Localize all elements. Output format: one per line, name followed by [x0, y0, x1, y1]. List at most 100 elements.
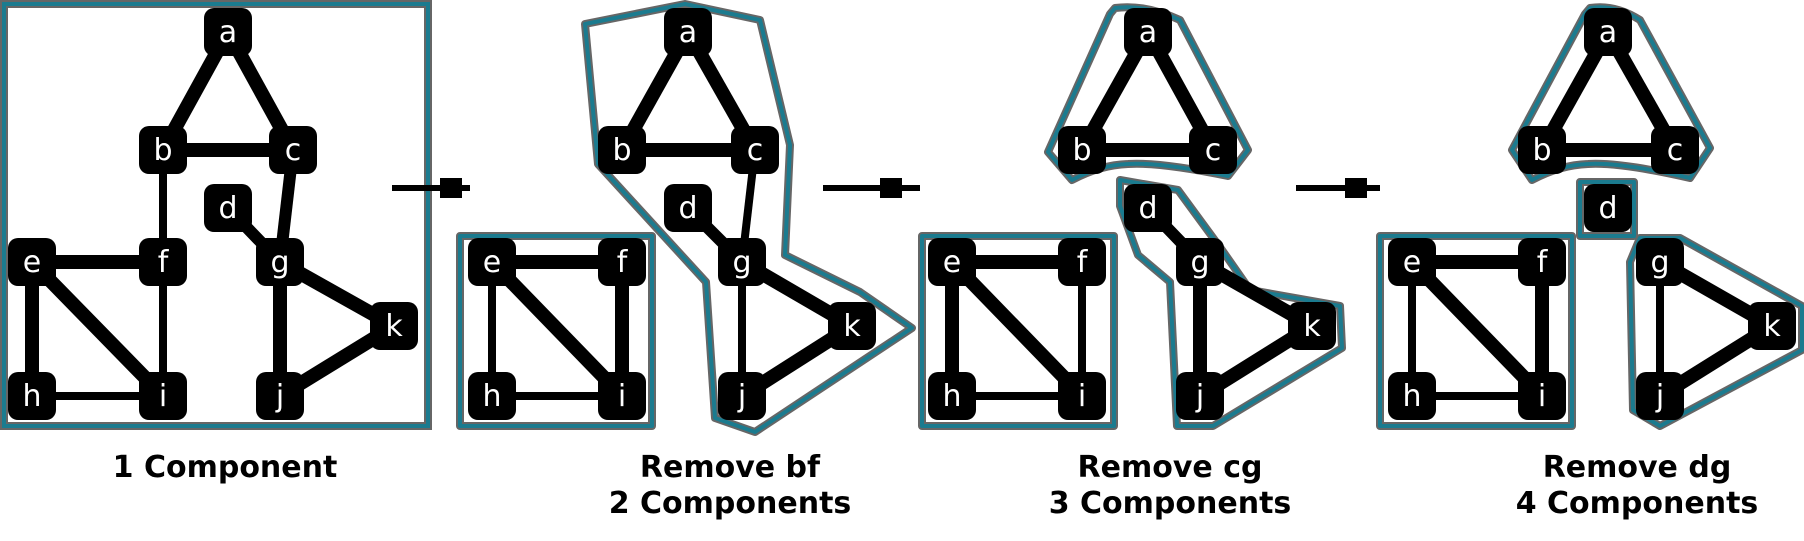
- svg-text:c: c: [285, 133, 302, 168]
- node-e: e: [928, 238, 976, 286]
- svg-text:h: h: [942, 379, 961, 414]
- node-a: a: [664, 8, 712, 56]
- node-i: i: [1058, 372, 1106, 420]
- node-h: h: [468, 372, 516, 420]
- caption-line: 1 Component: [112, 450, 338, 485]
- svg-text:a: a: [219, 15, 237, 50]
- arrow-icon: [823, 178, 920, 198]
- node-k: k: [370, 302, 418, 350]
- svg-text:b: b: [1532, 133, 1551, 168]
- node-h: h: [1388, 372, 1436, 420]
- svg-text:f: f: [158, 245, 170, 280]
- svg-text:f: f: [617, 245, 629, 280]
- node-j: j: [256, 372, 304, 420]
- svg-text:d: d: [1598, 191, 1617, 226]
- svg-text:g: g: [1650, 245, 1669, 280]
- caption-panel-2: Remove bf 2 Components: [580, 450, 880, 522]
- node-k: k: [828, 302, 876, 350]
- node-d: d: [664, 184, 712, 232]
- svg-text:e: e: [23, 245, 41, 280]
- node-j: j: [1636, 372, 1684, 420]
- svg-text:j: j: [1655, 379, 1664, 414]
- svg-text:i: i: [618, 379, 626, 414]
- svg-text:k: k: [843, 309, 861, 344]
- node-c: c: [1651, 126, 1699, 174]
- node-c: c: [731, 126, 779, 174]
- caption-line: 2 Components: [608, 486, 852, 521]
- node-k: k: [1748, 302, 1796, 350]
- arrow-icon: [392, 178, 470, 198]
- svg-text:f: f: [1537, 245, 1549, 280]
- svg-text:h: h: [1402, 379, 1421, 414]
- node-f: f: [139, 238, 187, 286]
- node-e: e: [8, 238, 56, 286]
- caption-line: Remove bf: [639, 450, 821, 485]
- node-a: a: [204, 8, 252, 56]
- svg-text:c: c: [747, 133, 764, 168]
- svg-text:g: g: [732, 245, 751, 280]
- node-h: h: [928, 372, 976, 420]
- svg-text:j: j: [1195, 379, 1204, 414]
- node-k: k: [1288, 302, 1336, 350]
- svg-text:f: f: [1077, 245, 1089, 280]
- caption-line: 3 Components: [1048, 486, 1292, 521]
- svg-text:j: j: [275, 379, 284, 414]
- svg-text:c: c: [1205, 133, 1222, 168]
- node-f: f: [1518, 238, 1566, 286]
- svg-text:k: k: [1303, 309, 1321, 344]
- node-d: d: [1584, 184, 1632, 232]
- node-c: c: [1189, 126, 1237, 174]
- node-j: j: [718, 372, 766, 420]
- svg-text:h: h: [482, 379, 501, 414]
- node-i: i: [1518, 372, 1566, 420]
- node-b: b: [1058, 126, 1106, 174]
- svg-text:g: g: [1190, 245, 1209, 280]
- svg-text:e: e: [943, 245, 961, 280]
- node-e: e: [1388, 238, 1436, 286]
- node-e: e: [468, 238, 516, 286]
- svg-text:d: d: [1138, 191, 1157, 226]
- node-h: h: [8, 372, 56, 420]
- node-d: d: [204, 184, 252, 232]
- svg-text:b: b: [612, 133, 631, 168]
- node-f: f: [598, 238, 646, 286]
- svg-text:i: i: [159, 379, 167, 414]
- node-b: b: [598, 126, 646, 174]
- node-g: g: [1636, 238, 1684, 286]
- svg-text:d: d: [218, 191, 237, 226]
- caption-panel-4: Remove dg 4 Components: [1470, 450, 1804, 522]
- node-g: g: [718, 238, 766, 286]
- svg-text:a: a: [1599, 15, 1617, 50]
- node-f: f: [1058, 238, 1106, 286]
- node-g: g: [256, 238, 304, 286]
- svg-text:e: e: [483, 245, 501, 280]
- svg-text:e: e: [1403, 245, 1421, 280]
- svg-text:i: i: [1538, 379, 1546, 414]
- node-g: g: [1176, 238, 1224, 286]
- svg-text:d: d: [678, 191, 697, 226]
- node-i: i: [139, 372, 187, 420]
- caption-line: 4 Components: [1515, 486, 1759, 521]
- node-a: a: [1124, 8, 1172, 56]
- node-j: j: [1176, 372, 1224, 420]
- svg-text:i: i: [1078, 379, 1086, 414]
- node-b: b: [1518, 126, 1566, 174]
- svg-text:b: b: [153, 133, 172, 168]
- svg-text:g: g: [270, 245, 289, 280]
- caption-line: Remove cg: [1077, 450, 1263, 485]
- node-i: i: [598, 372, 646, 420]
- arrow-icon: [1296, 178, 1380, 198]
- svg-text:a: a: [679, 15, 697, 50]
- node-d: d: [1124, 184, 1172, 232]
- caption-panel-1: 1 Component: [20, 450, 430, 486]
- node-a: a: [1584, 8, 1632, 56]
- component-boundary: [2, 2, 430, 428]
- node-c: c: [269, 126, 317, 174]
- svg-text:a: a: [1139, 15, 1157, 50]
- caption-panel-3: Remove cg 3 Components: [1010, 450, 1330, 522]
- svg-text:k: k: [385, 309, 403, 344]
- svg-text:b: b: [1072, 133, 1091, 168]
- svg-text:h: h: [22, 379, 41, 414]
